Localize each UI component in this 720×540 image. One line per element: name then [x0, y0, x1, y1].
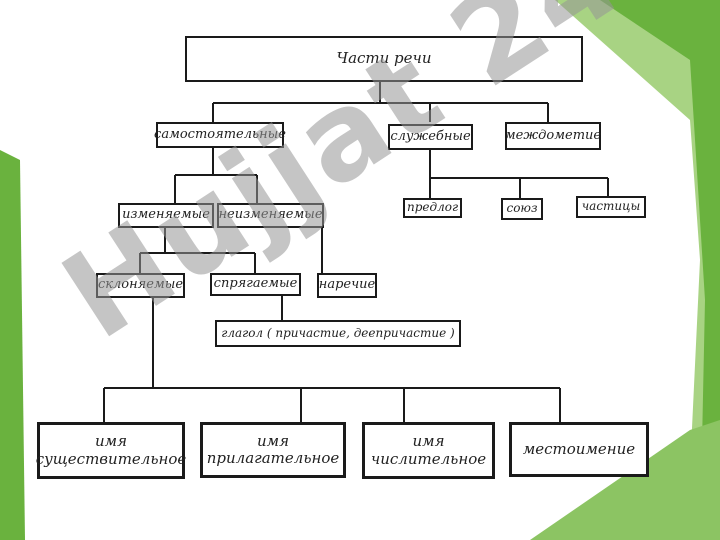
- node-conjugable: спрягаемые: [210, 273, 301, 296]
- node-interjection: междометие: [505, 122, 601, 150]
- node-particles: частицы: [576, 196, 646, 218]
- node-conjunction: союз: [501, 198, 543, 220]
- left-green-shape: [0, 150, 25, 540]
- node-preposition: предлог: [403, 198, 462, 218]
- bottom-green-shape: [530, 420, 720, 540]
- node-auxiliary: служебные: [388, 124, 473, 150]
- node-parts-of-speech: Части речи: [185, 36, 583, 82]
- node-declinable: склоняемые: [96, 273, 185, 298]
- node-pronoun: местоимение: [509, 422, 649, 477]
- node-adverb: наречие: [317, 273, 377, 298]
- node-numeral: имя числительное: [362, 422, 495, 479]
- node-changeable: изменяемые: [118, 203, 214, 228]
- node-independent: самостоятельные: [154, 122, 286, 148]
- node-unchangeable: неизменяемые: [217, 203, 324, 228]
- node-adjective: имя прилагательное: [200, 422, 346, 478]
- node-noun: имя существительное: [36, 422, 186, 479]
- node-verb: глагол ( причастие, деепричастие ): [215, 320, 461, 347]
